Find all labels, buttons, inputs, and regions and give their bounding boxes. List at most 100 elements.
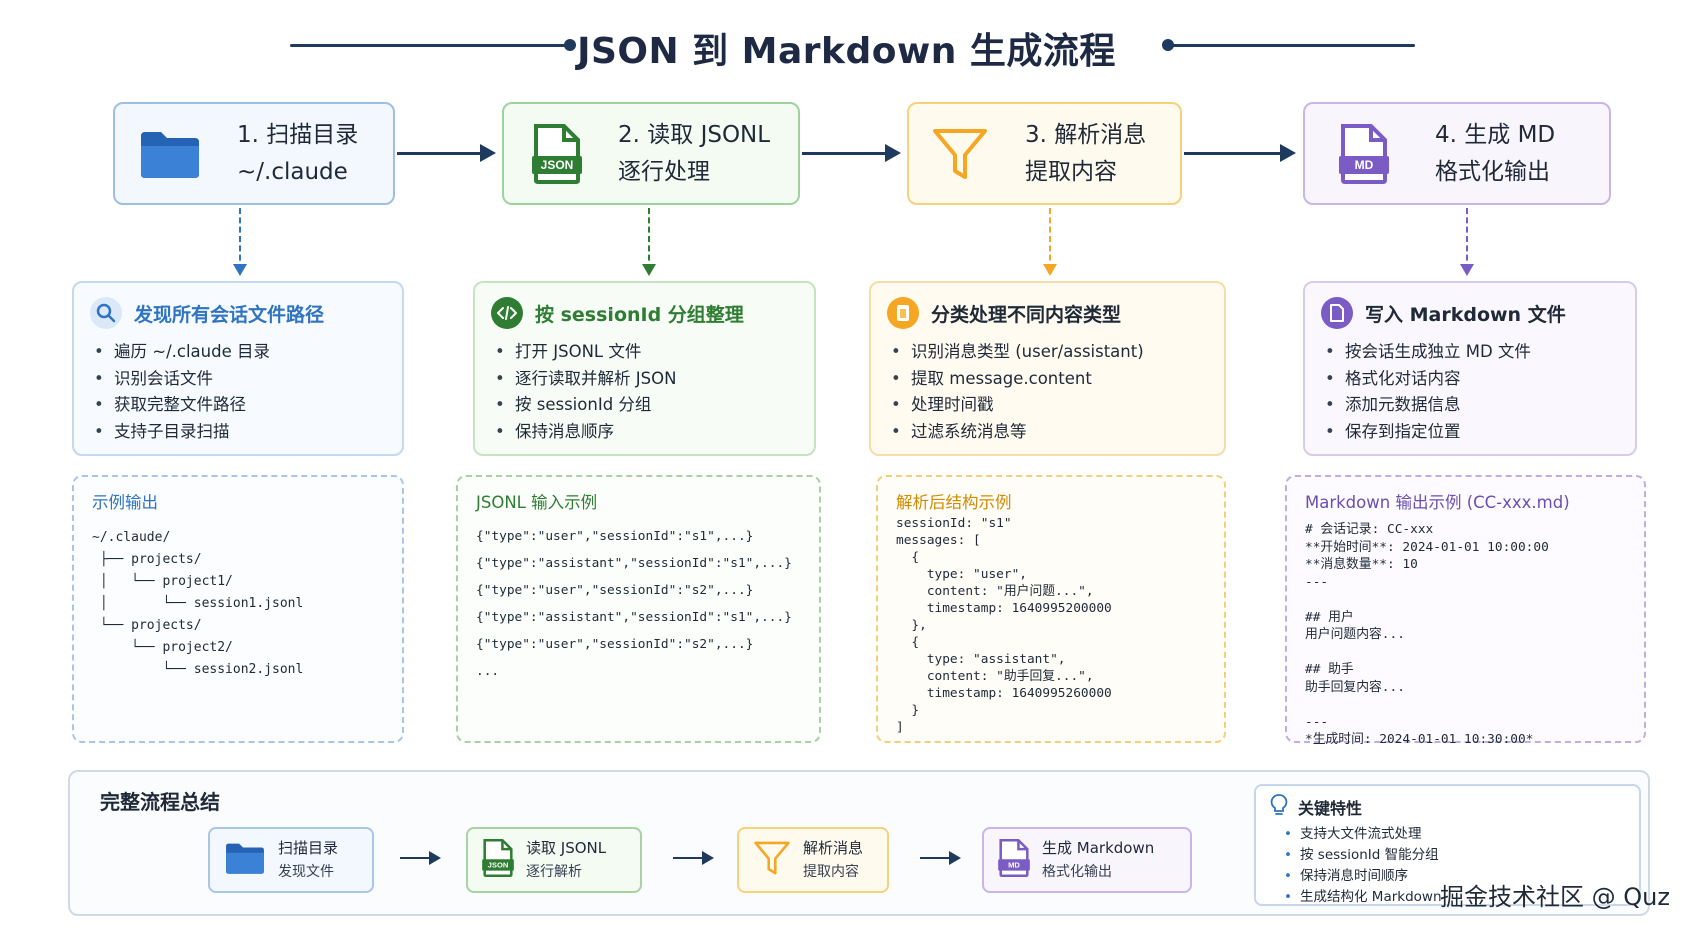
list-item: 处理时间戳: [891, 392, 1208, 419]
feature-item: 保持消息时间顺序: [1284, 866, 1625, 887]
example-parsed-structure: 解析后结构示例 sessionId: "s1" messages: [ { ty…: [876, 475, 1226, 743]
detail-title: 分类处理不同内容类型: [931, 303, 1122, 326]
summary-step-title: 解析消息: [803, 839, 864, 857]
key-features-panel: 关键特性 支持大文件流式处理 按 sessionId 智能分组 保持消息时间顺序…: [1254, 784, 1641, 908]
summary-step-title: 生成 Markdown: [1042, 839, 1155, 857]
code-icon: [491, 297, 523, 329]
step-title: 3. 解析消息: [1025, 121, 1147, 148]
document-icon: [887, 297, 919, 329]
list-item: 打开 JSONL 文件: [495, 339, 798, 366]
title-dot-left: [564, 39, 576, 51]
arrow-step4-to-detail: [1460, 208, 1474, 276]
arrow-step2-to-detail: [642, 208, 656, 276]
folder-icon: [115, 128, 225, 180]
arrow-step2-to-step3: [802, 144, 901, 162]
example-title: 示例输出: [92, 493, 158, 512]
features-title: 关键特性: [1298, 799, 1363, 818]
watermark: 掘金技术社区 @ Quz: [1440, 883, 1670, 911]
summary-step-parse: 解析消息 提取内容: [737, 827, 889, 893]
md-badge: MD: [1008, 860, 1020, 869]
detail-group-by-session: 按 sessionId 分组整理 打开 JSONL 文件 逐行读取并解析 JSO…: [473, 281, 816, 456]
list-item: 格式化对话内容: [1325, 366, 1619, 393]
arrow-step3-to-detail: [1043, 208, 1057, 276]
step-scan-directory: 1. 扫描目录 ~/.claude: [113, 102, 395, 205]
summary-arrow-3: [920, 851, 961, 865]
list-item: 过滤系统消息等: [891, 419, 1208, 446]
step-title: 2. 读取 JSONL: [618, 121, 771, 148]
detail-write-markdown: 写入 Markdown 文件 按会话生成独立 MD 文件 格式化对话内容 添加元…: [1303, 281, 1637, 456]
step-read-jsonl: JSON 2. 读取 JSONL 逐行处理: [502, 102, 800, 205]
list-item: 按会话生成独立 MD 文件: [1325, 339, 1619, 366]
detail-discover-files: 发现所有会话文件路径 遍历 ~/.claude 目录 识别会话文件 获取完整文件…: [72, 281, 404, 456]
feature-item: 生成结构化 Markdown: [1284, 887, 1625, 908]
title-line-right: [1170, 44, 1415, 47]
step-subtitle: 逐行处理: [618, 158, 710, 185]
list-item: 提取 message.content: [891, 366, 1208, 393]
title-line-left: [290, 44, 570, 47]
json-badge: JSON: [488, 860, 509, 869]
summary-step-subtitle: 提取内容: [803, 864, 859, 880]
step-subtitle: 格式化输出: [1435, 158, 1550, 185]
list-item: 添加元数据信息: [1325, 392, 1619, 419]
page-icon: [1321, 297, 1353, 329]
summary-step-subtitle: 格式化输出: [1042, 864, 1112, 880]
summary-step-title: 扫描目录: [278, 839, 339, 857]
filter-icon: [753, 839, 791, 882]
detail-title: 发现所有会话文件路径: [134, 303, 325, 326]
summary-title: 完整流程总结: [100, 790, 220, 814]
list-item: 遍历 ~/.claude 目录: [94, 339, 386, 366]
list-item: 识别消息类型 (user/assistant): [891, 339, 1208, 366]
json-file-icon: JSON: [504, 123, 610, 184]
step-subtitle: ~/.claude: [237, 158, 348, 185]
list-item: 逐行读取并解析 JSON: [495, 366, 798, 393]
title-dot-right: [1162, 39, 1174, 51]
filter-icon: [909, 125, 1011, 183]
detail-title: 按 sessionId 分组整理: [535, 303, 744, 326]
feature-item: 按 sessionId 智能分组: [1284, 845, 1625, 866]
step-title: 4. 生成 MD: [1435, 121, 1556, 148]
example-markdown-output: Markdown 输出示例 (CC-xxx.md) # 会话记录: CC-xxx…: [1285, 475, 1646, 747]
summary-step-subtitle: 发现文件: [278, 864, 334, 880]
json-badge: JSON: [541, 158, 574, 172]
arrow-step1-to-step2: [397, 144, 496, 162]
step-parse-messages: 3. 解析消息 提取内容: [907, 102, 1182, 205]
list-item: 支持子目录扫描: [94, 419, 386, 446]
lightbulb-icon: [1270, 794, 1288, 820]
example-code: {"type":"user","sessionId":"s1",...} {"t…: [476, 529, 792, 679]
feature-item: 支持大文件流式处理: [1284, 824, 1625, 845]
example-title: Markdown 输出示例 (CC-xxx.md): [1305, 493, 1570, 512]
step-title: 1. 扫描目录: [237, 121, 359, 148]
md-file-icon: MD: [1305, 123, 1423, 184]
example-directory-output: 示例输出 ~/.claude/ ├── projects/ │ └── proj…: [72, 475, 404, 743]
list-item: 保存到指定位置: [1325, 419, 1619, 446]
json-file-icon: JSON: [482, 838, 514, 882]
example-jsonl-input: JSONL 输入示例 {"type":"user","sessionId":"s…: [456, 475, 821, 743]
list-item: 按 sessionId 分组: [495, 392, 798, 419]
summary-arrow-1: [400, 851, 441, 865]
summary-step-read: JSON 读取 JSONL 逐行解析: [466, 827, 642, 893]
example-code: # 会话记录: CC-xxx **开始时间**: 2024-01-01 10:0…: [1305, 522, 1549, 747]
summary-step-subtitle: 逐行解析: [526, 864, 582, 880]
example-code: ~/.claude/ ├── projects/ │ └── project1/…: [92, 530, 304, 677]
list-item: 获取完整文件路径: [94, 392, 386, 419]
folder-icon: [224, 841, 266, 880]
summary-step-title: 读取 JSONL: [526, 839, 607, 857]
example-code: sessionId: "s1" messages: [ { type: "use…: [896, 516, 1112, 735]
example-title: JSONL 输入示例: [476, 493, 598, 512]
md-file-icon: MD: [998, 838, 1030, 882]
summary-step-scan: 扫描目录 发现文件: [208, 827, 374, 893]
summary-panel: 完整流程总结 扫描目录 发现文件 JSON 读取 JSONL 逐行解析: [68, 770, 1650, 916]
list-item: 保持消息顺序: [495, 419, 798, 446]
step-subtitle: 提取内容: [1025, 158, 1117, 185]
page-title: JSON 到 Markdown 生成流程: [577, 31, 1116, 72]
detail-title: 写入 Markdown 文件: [1365, 303, 1566, 326]
example-title: 解析后结构示例: [896, 493, 1012, 512]
list-item: 识别会话文件: [94, 366, 386, 393]
arrow-step3-to-step4: [1184, 144, 1296, 162]
arrow-step1-to-detail: [233, 208, 247, 276]
step-generate-md: MD 4. 生成 MD 格式化输出: [1303, 102, 1611, 205]
summary-arrow-2: [673, 851, 714, 865]
search-icon: [90, 297, 122, 329]
detail-classify-content: 分类处理不同内容类型 识别消息类型 (user/assistant) 提取 me…: [869, 281, 1226, 456]
md-badge: MD: [1355, 158, 1374, 172]
